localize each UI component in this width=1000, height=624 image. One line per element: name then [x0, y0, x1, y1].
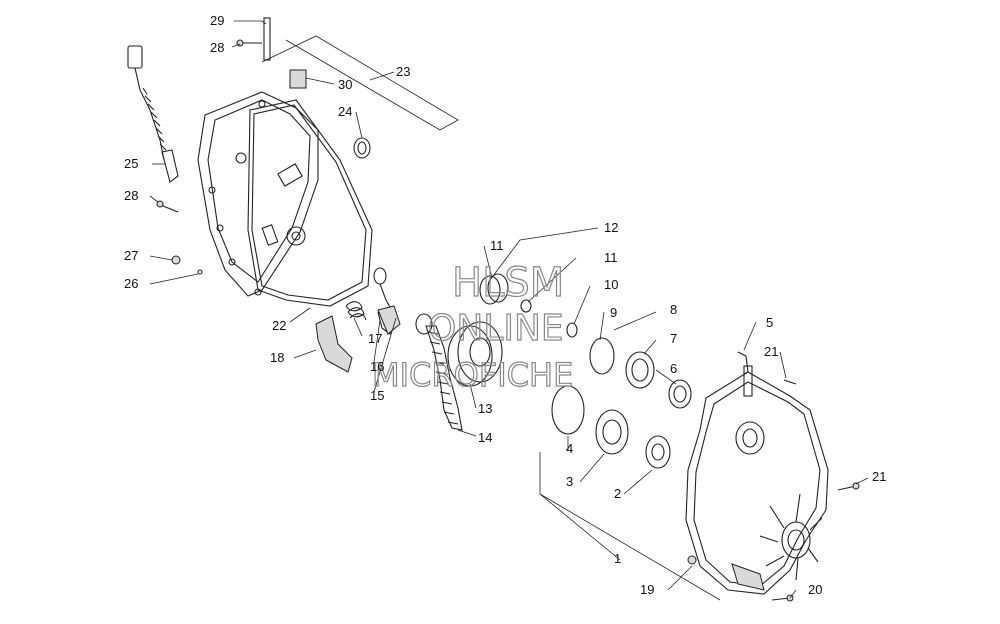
spring-17 — [345, 301, 367, 321]
o-ring-4 — [551, 385, 585, 435]
drive-chain — [425, 325, 463, 431]
callout-21-right: 21 — [872, 469, 886, 484]
clip-10 — [566, 322, 578, 338]
callout-25: 25 — [124, 156, 138, 171]
callout-11-left: 11 — [490, 238, 504, 253]
callout-10: 10 — [604, 277, 618, 292]
cover-gasket — [247, 99, 373, 307]
callout-7: 7 — [670, 331, 677, 346]
callout-30: 30 — [338, 77, 352, 92]
chaincase-housing — [685, 365, 829, 595]
callout-2: 2 — [614, 486, 621, 501]
leader-lines — [149, 20, 869, 601]
callout-12: 12 — [604, 220, 618, 235]
seal-6 — [668, 379, 692, 409]
callout-15: 15 — [370, 388, 384, 403]
seal-2 — [645, 435, 671, 469]
fitting-5 — [737, 351, 749, 375]
callout-21-top: 21 — [764, 344, 778, 359]
callout-8: 8 — [670, 302, 677, 317]
callout-22: 22 — [272, 318, 286, 333]
ring-near-tensioner — [415, 313, 433, 335]
callout-27: 27 — [124, 248, 138, 263]
callout-17: 17 — [368, 331, 382, 346]
washer-11 — [520, 299, 532, 313]
large-sprocket — [447, 321, 503, 387]
screw-19 — [687, 555, 697, 565]
plug-30 — [289, 69, 307, 89]
watermark: HLSM ONLINE MICROFICHE — [371, 259, 573, 394]
seal-24 — [353, 137, 371, 159]
callout-23: 23 — [396, 64, 410, 79]
callout-6: 6 — [670, 361, 677, 376]
callout-1: 1 — [614, 551, 621, 566]
screw-28-side — [156, 200, 179, 213]
watermark-line1: HLSM — [452, 260, 564, 306]
callout-14: 14 — [478, 430, 492, 445]
callout-26: 26 — [124, 276, 138, 291]
callout-18: 18 — [270, 350, 284, 365]
screw-21-right — [837, 482, 860, 491]
screw-28-top — [236, 39, 262, 47]
bearing-7 — [625, 351, 655, 389]
callout-19: 19 — [640, 582, 654, 597]
callout-16: 16 — [370, 359, 384, 374]
callout-labels: 29 28 30 23 24 25 28 27 26 22 18 17 16 1… — [124, 13, 886, 597]
watermark-line2: ONLINE — [428, 308, 564, 349]
clip-29 — [263, 17, 271, 61]
tensioner-arm — [373, 267, 401, 335]
pin-26 — [197, 269, 203, 275]
callout-28-side: 28 — [124, 188, 138, 203]
screw-27 — [171, 255, 181, 265]
small-gear — [479, 273, 509, 305]
callout-28-top: 28 — [210, 40, 224, 55]
screw-20 — [771, 594, 794, 602]
callout-20: 20 — [808, 582, 822, 597]
callout-3: 3 — [566, 474, 573, 489]
cable-assembly — [127, 45, 179, 183]
callout-11-right: 11 — [604, 250, 618, 265]
callout-5: 5 — [766, 315, 773, 330]
callout-4: 4 — [566, 441, 573, 456]
callout-13: 13 — [478, 401, 492, 416]
callout-24: 24 — [338, 104, 352, 119]
o-ring-9 — [589, 337, 615, 375]
hose-18 — [315, 315, 353, 373]
callout-29: 29 — [210, 13, 224, 28]
callout-9: 9 — [610, 305, 617, 320]
watermark-line3: MICROFICHE — [372, 356, 573, 394]
screw-21-top — [783, 379, 797, 385]
bearing-3 — [595, 409, 629, 455]
